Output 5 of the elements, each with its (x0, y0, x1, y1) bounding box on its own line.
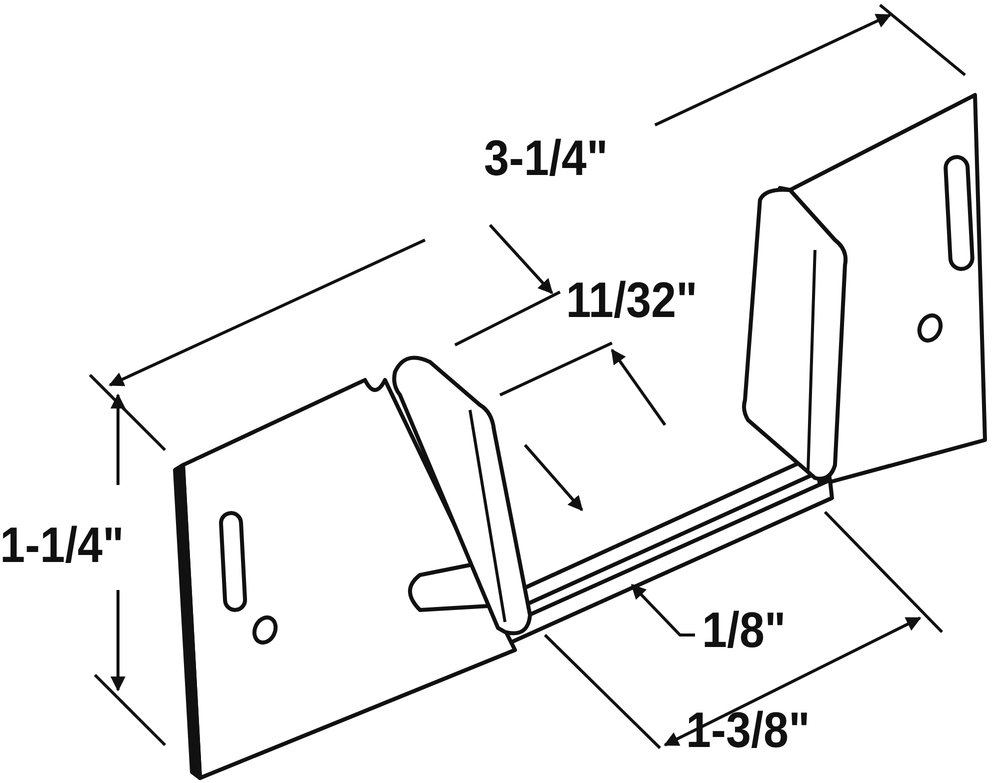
dimension-label: 1-3/8" (686, 705, 810, 755)
dimension-label: 11/32" (566, 275, 698, 325)
dimension-label: 3-1/4" (484, 133, 608, 183)
dimension-label: 1/8" (702, 605, 786, 655)
dimension-label: 1-1/4" (0, 520, 124, 570)
